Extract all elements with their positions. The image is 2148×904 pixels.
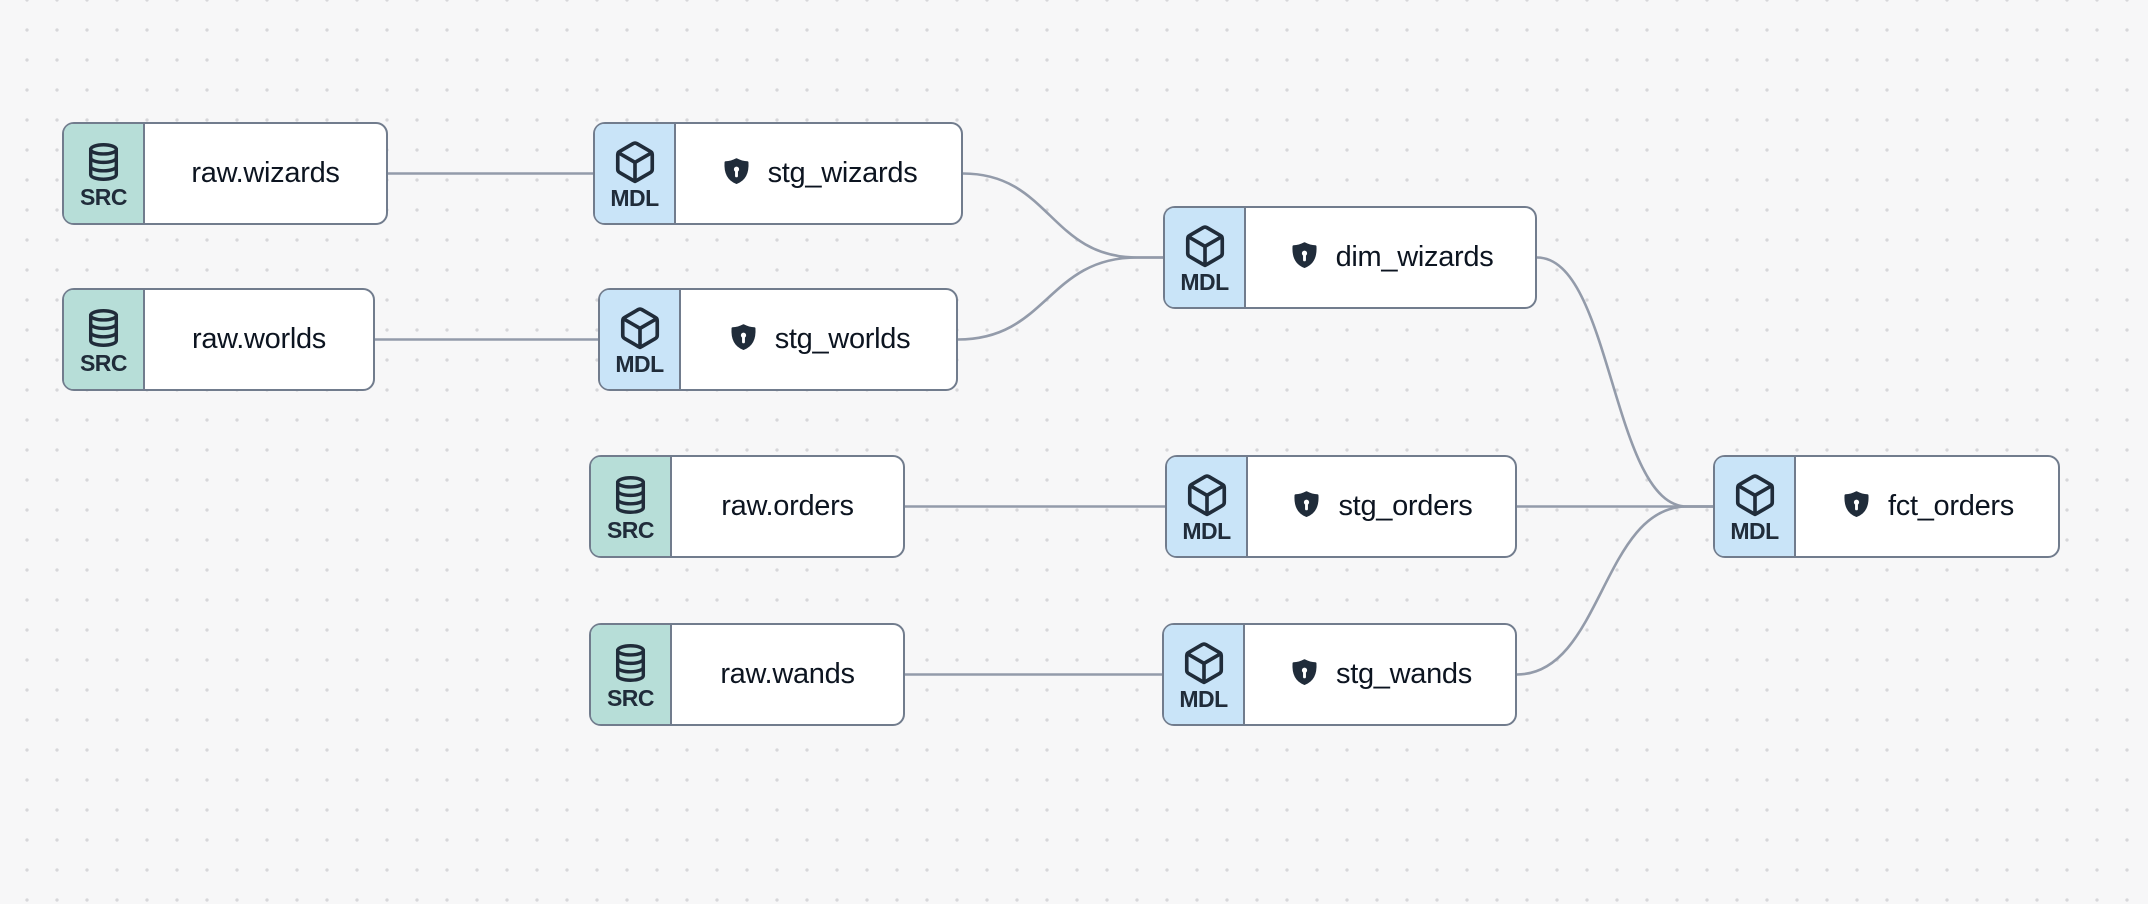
node-label: stg_wizards [767, 157, 918, 189]
node-label: dim_wizards [1335, 241, 1494, 273]
edge-stg-wizards-to-dim-wizards [961, 172, 1165, 259]
node-label: fct_orders [1888, 490, 2014, 522]
node-kind-badge: MDL [1182, 517, 1231, 544]
node-label: raw.wands [720, 658, 855, 690]
node-kind-badge: MDL [610, 184, 659, 211]
cube-icon [617, 305, 663, 351]
shield-icon [1288, 656, 1321, 693]
node-label: stg_worlds [774, 323, 911, 355]
node-body: stg_wands [1245, 625, 1515, 724]
node-type-panel: SRC [591, 457, 672, 556]
node-body: stg_wizards [676, 124, 961, 223]
database-icon [610, 641, 651, 685]
node-raw-worlds[interactable]: SRC raw.worlds [62, 288, 375, 391]
node-body: raw.orders [672, 457, 903, 556]
node-stg-worlds[interactable]: MDL stg_worlds [598, 288, 958, 391]
node-type-panel: SRC [591, 625, 672, 724]
node-dim-wizards[interactable]: MDL dim_wizards [1163, 206, 1537, 309]
node-type-panel: MDL [1715, 457, 1796, 556]
shield-icon [720, 155, 753, 192]
node-raw-orders[interactable]: SRC raw.orders [589, 455, 905, 558]
node-stg-wands[interactable]: MDL stg_wands [1162, 623, 1517, 726]
node-type-panel: MDL [600, 290, 681, 389]
node-body: raw.wizards [145, 124, 386, 223]
cube-icon [1184, 472, 1230, 518]
node-body: stg_worlds [681, 290, 956, 389]
node-kind-badge: MDL [1730, 517, 1779, 544]
node-raw-wands[interactable]: SRC raw.wands [589, 623, 905, 726]
node-body: dim_wizards [1246, 208, 1535, 307]
node-kind-badge: SRC [79, 183, 128, 210]
shield-icon [1288, 239, 1321, 276]
edge-dim-wizards-to-fct-orders [1535, 256, 1715, 508]
node-body: raw.worlds [145, 290, 373, 389]
node-label: raw.wizards [191, 157, 340, 189]
node-type-panel: MDL [1167, 457, 1248, 556]
node-label: stg_orders [1338, 490, 1473, 522]
cube-icon [1182, 223, 1228, 269]
shield-icon [727, 321, 760, 358]
database-icon [610, 473, 651, 517]
edge-stg-worlds-to-dim-wizards [956, 256, 1165, 341]
node-kind-badge: MDL [615, 350, 664, 377]
node-type-panel: MDL [595, 124, 676, 223]
cube-icon [1181, 640, 1227, 686]
database-icon [83, 306, 124, 350]
node-label: raw.orders [721, 490, 854, 522]
node-kind-badge: SRC [606, 516, 655, 543]
node-body: raw.wands [672, 625, 903, 724]
node-type-panel: MDL [1165, 208, 1246, 307]
node-kind-badge: SRC [606, 684, 655, 711]
shield-icon [1290, 488, 1323, 525]
node-body: stg_orders [1248, 457, 1515, 556]
node-stg-orders[interactable]: MDL stg_orders [1165, 455, 1517, 558]
edge-stg-wands-to-fct-orders [1515, 505, 1715, 676]
node-label: stg_wands [1336, 658, 1472, 690]
node-type-panel: SRC [64, 290, 145, 389]
shield-icon [1840, 488, 1873, 525]
cube-icon [1732, 472, 1778, 518]
node-kind-badge: MDL [1180, 268, 1229, 295]
node-kind-badge: SRC [79, 349, 128, 376]
node-type-panel: MDL [1164, 625, 1245, 724]
node-body: fct_orders [1796, 457, 2058, 556]
node-raw-wizards[interactable]: SRC raw.wizards [62, 122, 388, 225]
node-stg-wizards[interactable]: MDL stg_wizards [593, 122, 963, 225]
cube-icon [612, 139, 658, 185]
node-type-panel: SRC [64, 124, 145, 223]
node-label: raw.worlds [192, 323, 326, 355]
node-fct-orders[interactable]: MDL fct_orders [1713, 455, 2060, 558]
node-kind-badge: MDL [1179, 685, 1228, 712]
database-icon [83, 140, 124, 184]
